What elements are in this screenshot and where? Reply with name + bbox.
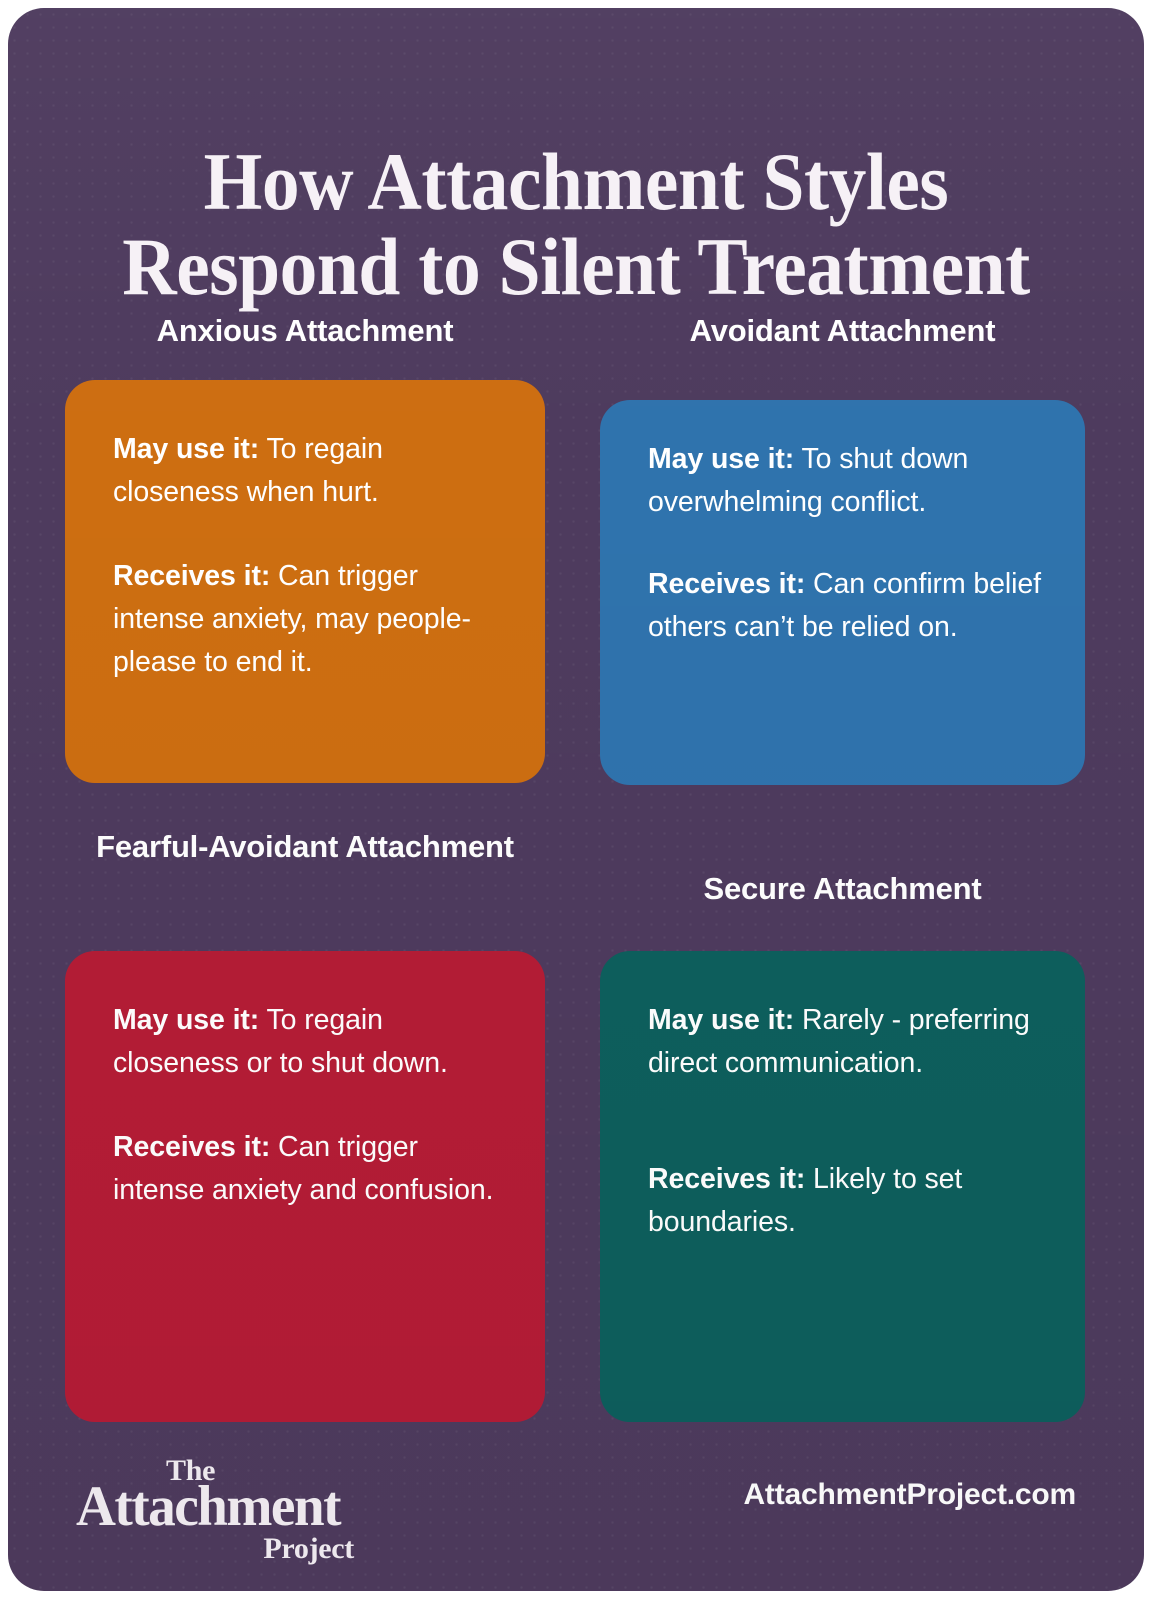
may-use-text: To regain closeness when hurt. bbox=[113, 433, 383, 509]
logo-word-attachment: Attachment bbox=[76, 1475, 341, 1538]
card-heading-secure: Secure Attachment bbox=[703, 871, 982, 906]
may-use-label: May use it: bbox=[113, 433, 260, 465]
card-fearful-receives: Receives it: Can trigger intense anxiety… bbox=[113, 1126, 505, 1213]
logo-word-project: Project bbox=[263, 1532, 354, 1565]
may-use-label: May use it: bbox=[648, 1004, 795, 1036]
card-avoidant-receives: Receives it: Can confirm belief others c… bbox=[648, 563, 1045, 650]
card-heading-avoidant: Avoidant Attachment bbox=[689, 313, 996, 348]
receives-text: Can confirm belief others can’t be relie… bbox=[648, 567, 1041, 643]
receives-label: Receives it: bbox=[648, 567, 806, 600]
card-fearful-avoidant: May use it: To regain closeness or to sh… bbox=[65, 951, 545, 1422]
page-title: How Attachment Styles Respond to Silent … bbox=[122, 135, 1030, 313]
receives-text: Can trigger intense anxiety and confusio… bbox=[113, 1130, 494, 1206]
attachment-style-grid: Anxious Attachment May use it: To regain… bbox=[8, 8, 1144, 1591]
may-use-label: May use it: bbox=[113, 1004, 260, 1036]
card-avoidant: May use it: To shut down overwhelming co… bbox=[600, 400, 1085, 785]
website-url: AttachmentProject.com bbox=[743, 1478, 1076, 1511]
receives-text: Can trigger intense anxiety, may people-… bbox=[113, 559, 471, 679]
brand-logo: The Attachment Project bbox=[76, 1456, 356, 1566]
receives-label: Receives it: bbox=[113, 559, 271, 592]
card-fearful-may-use: May use it: To regain closeness or to sh… bbox=[113, 999, 505, 1086]
may-use-text: To regain closeness or to shut down. bbox=[113, 1004, 448, 1080]
card-secure-may-use: May use it: Rarely - preferring direct c… bbox=[648, 999, 1045, 1086]
receives-label: Receives it: bbox=[113, 1130, 271, 1163]
card-secure-receives: Receives it: Likely to set boundaries. bbox=[648, 1158, 1045, 1245]
card-anxious-may-use: May use it: To regain closeness when hur… bbox=[113, 428, 505, 515]
card-anxious: May use it: To regain closeness when hur… bbox=[65, 380, 545, 783]
card-avoidant-may-use: May use it: To shut down overwhelming co… bbox=[648, 438, 1045, 525]
receives-text: Likely to set boundaries. bbox=[648, 1162, 963, 1238]
card-secure: May use it: Rarely - preferring direct c… bbox=[600, 951, 1085, 1422]
may-use-text: To shut down overwhelming conflict. bbox=[648, 443, 969, 519]
receives-label: Receives it: bbox=[648, 1162, 806, 1195]
infographic-poster: How Attachment Styles Respond to Silent … bbox=[8, 8, 1144, 1591]
card-anxious-receives: Receives it: Can trigger intense anxiety… bbox=[113, 555, 505, 685]
card-heading-anxious: Anxious Attachment bbox=[156, 313, 454, 348]
logo-word-the: The bbox=[166, 1454, 216, 1487]
may-use-label: May use it: bbox=[648, 443, 795, 475]
card-heading-fearful-avoidant: Fearful-Avoidant Attachment bbox=[96, 829, 514, 864]
may-use-text: Rarely - preferring direct communication… bbox=[648, 1004, 1030, 1080]
